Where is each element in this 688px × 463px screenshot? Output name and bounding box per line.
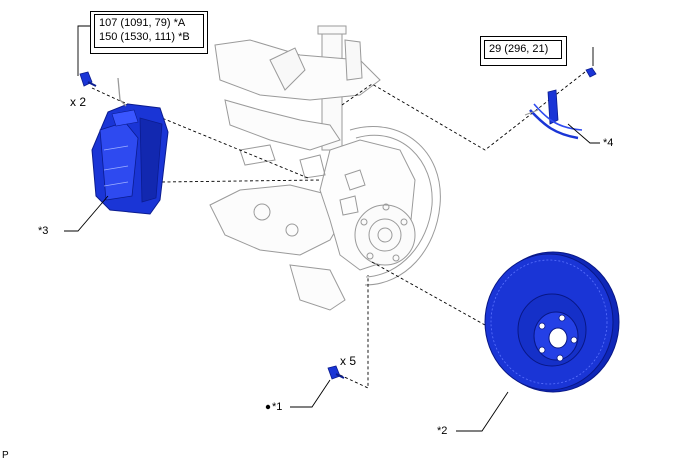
screw-path — [339, 275, 369, 389]
torque-spec-bracket-value: 29 (296, 21) — [489, 43, 549, 55]
rotor-set-screw-part — [327, 365, 345, 380]
screw-qty: x 5 — [340, 354, 357, 368]
ref1-marker-dot — [265, 404, 271, 410]
torque-spec-caliper-line-a: 107 (1091, 79) *A — [99, 17, 186, 29]
ref2-leader — [456, 391, 509, 432]
callout-ref-2: *2 — [437, 425, 448, 437]
brake-caliper-part — [79, 71, 169, 215]
flexible-hose-bracket-part — [524, 67, 597, 140]
caliper-lower-bolt-path — [161, 179, 321, 183]
disc-rotor-part — [484, 251, 620, 393]
caliper-bolt-path — [91, 87, 309, 179]
callout-leaders — [64, 25, 600, 432]
bracket-bolt-path — [341, 71, 586, 151]
suspension-line-art — [209, 25, 441, 311]
rotor-path — [371, 261, 486, 326]
torque-spec-bracket: 29 (296, 21) — [484, 40, 562, 59]
ref4-leader — [567, 123, 600, 144]
callout-ref-3: *3 — [38, 225, 49, 237]
corner-code: P — [2, 450, 9, 461]
ref1-leader — [290, 379, 331, 408]
caliper-bolt-qty: x 2 — [70, 95, 87, 109]
ref3-leader — [64, 195, 109, 232]
torque-spec-caliper-line-b: 150 (1530, 111) *B — [99, 31, 190, 43]
torque-spec-caliper: 107 (1091, 79) *A 150 (1530, 111) *B — [94, 14, 204, 48]
callout-ref-1: *1 — [272, 401, 283, 413]
callout-ref-4: *4 — [603, 137, 614, 149]
torque-caliper-leader — [77, 25, 95, 76]
